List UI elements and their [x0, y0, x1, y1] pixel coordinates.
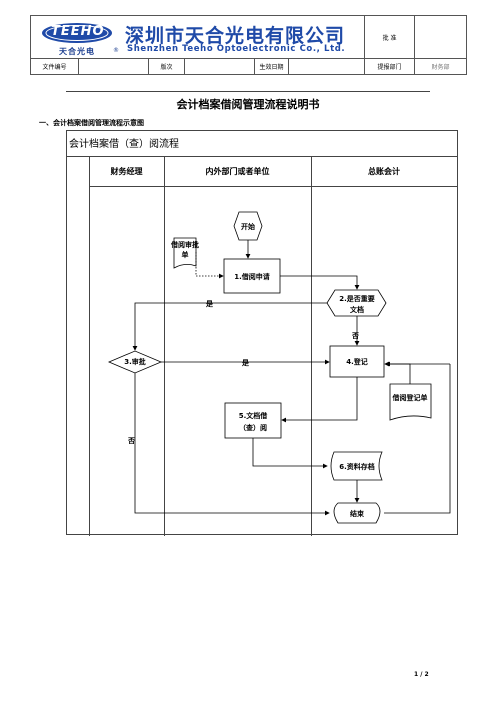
page-number: 1 / 2: [414, 671, 429, 678]
approve-value: [414, 15, 468, 59]
important-decision-label-1: 2.是否重要: [339, 294, 375, 303]
section-title: 一、会计档案借阅管理流程示意图: [39, 119, 144, 127]
teeho-logo-icon: [42, 23, 112, 43]
borrow-approval-form-label-2: 单: [182, 250, 189, 259]
end-label: 结束: [349, 509, 365, 518]
lane-header-departments: 内外部门或者单位: [164, 157, 311, 187]
edge-label-yes-approve: 是: [241, 358, 250, 367]
borrow-view-node: [224, 402, 282, 439]
logo-cn-text: 天合光电: [59, 47, 95, 56]
edge-label-yes-important: 是: [205, 299, 214, 308]
register-form-node: [389, 383, 432, 421]
archive-label: 6.资料存档: [339, 462, 375, 471]
dept-value: 财务部: [414, 58, 468, 75]
lane-divider: [164, 157, 165, 536]
end-node: [333, 502, 381, 524]
start-node: [233, 211, 263, 241]
borrow-view-label-2: （查）阅: [239, 423, 267, 432]
lane-header-finance-manager: 财务经理: [89, 157, 164, 187]
lane-divider: [311, 157, 312, 536]
register-form-label: 借阅登记单: [392, 393, 428, 402]
header-divider: [66, 91, 430, 92]
register-label: 4.登记: [346, 357, 368, 366]
lane-header-general-accountant: 总账会计: [311, 157, 457, 187]
borrow-approval-form-label-1: 借阅审批: [170, 240, 199, 249]
company-name-en: Shenzhen Teeho Optoelectronic Co., Ltd.: [127, 44, 346, 54]
start-label: 开始: [241, 222, 255, 231]
edge-label-no-important: 否: [351, 332, 359, 340]
borrow-approval-form-node: [173, 237, 197, 269]
document-title: 会计档案借阅管理流程说明书: [176, 98, 320, 111]
registered-mark: ®: [113, 47, 119, 54]
effective-value: [287, 58, 366, 75]
important-decision-label-2: 文档: [350, 305, 364, 314]
company-logo-cell: TEEHO 天合光电 ® 深圳市天合光电有限公司 Shenzhen Teeho …: [29, 15, 366, 59]
register-node: [329, 345, 385, 378]
archive-node: [330, 451, 383, 481]
lane-divider: [89, 157, 90, 536]
flow-connectors: [132, 240, 451, 516]
borrow-view-label-1: 5.文档借: [239, 411, 268, 420]
important-decision-node: [326, 289, 387, 317]
edge-label-no-approve: 否: [127, 437, 135, 445]
apply-node: [223, 258, 281, 294]
approve-label: 3.审批: [124, 357, 146, 366]
company-name-cn: 深圳市天合光电有限公司: [125, 25, 346, 47]
flowchart-frame: 会计档案借（查）阅流程 财务经理 内外部门或者单位 总账会计: [66, 130, 458, 536]
logo-text: TEEHO: [51, 24, 105, 39]
apply-label: 1.借阅申请: [234, 272, 270, 281]
flowchart-title: 会计档案借（查）阅流程: [67, 131, 457, 157]
document-header: TEEHO 天合光电 ® 深圳市天合光电有限公司 Shenzhen Teeho …: [29, 15, 468, 75]
